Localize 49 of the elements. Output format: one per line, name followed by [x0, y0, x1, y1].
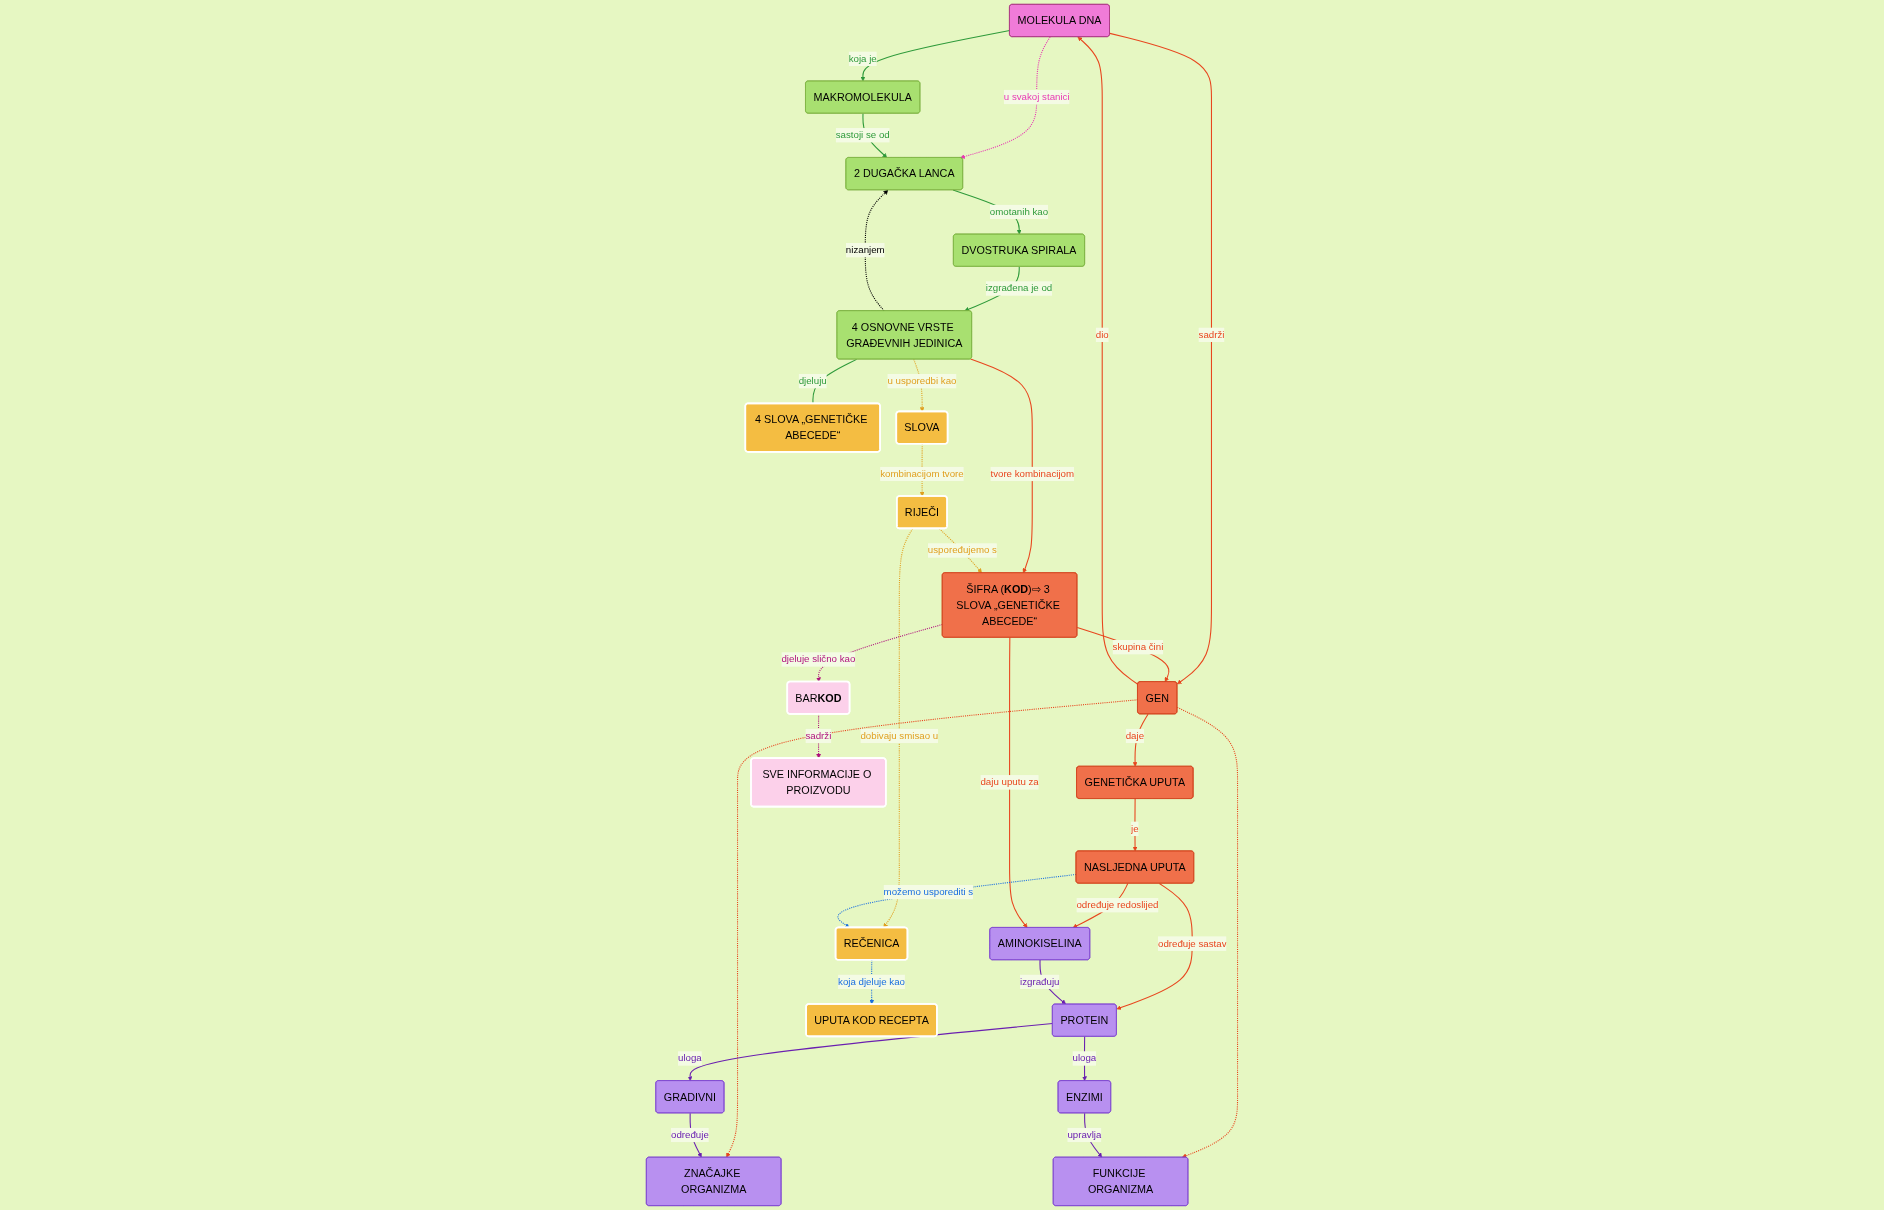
edge-label: određuje	[671, 1129, 709, 1141]
edge-label: određuje sastav	[1158, 937, 1227, 949]
arrow	[837, 873, 1077, 928]
edge-label: daje	[1125, 730, 1145, 742]
edge-label: daju uputu za	[980, 776, 1039, 788]
edge-label: sadrži	[805, 730, 832, 742]
edge-label: izgrađuju	[1020, 976, 1060, 988]
edge-label: omotanih kao	[989, 206, 1049, 218]
edge-label: sastoji se od	[835, 129, 890, 141]
arrow	[860, 29, 1011, 82]
edge-label: koja djeluje kao	[838, 976, 906, 988]
arrow	[883, 528, 914, 928]
edge-label: kombinacijom tvore	[880, 468, 964, 480]
arrow	[970, 358, 1033, 574]
edge-label: uloga	[678, 1052, 702, 1064]
arrow	[938, 528, 983, 574]
arrow	[687, 1023, 1054, 1082]
edge-label: dobivaju smisao u	[860, 730, 939, 742]
edge-label: djeluje slično kao	[781, 653, 856, 665]
arrow	[913, 358, 925, 412]
arrow	[1009, 637, 1028, 928]
edge-label: dio	[1095, 329, 1109, 340]
arrow	[869, 959, 875, 1005]
edge-label: izgrađena je od	[985, 282, 1053, 294]
edge-label: sadrži	[1198, 329, 1225, 340]
edge-label: koja je	[848, 53, 877, 64]
arrow	[1132, 798, 1138, 852]
edge-label: nizanjem	[845, 244, 885, 256]
arrow	[816, 623, 944, 683]
edge-label: je	[1131, 823, 1139, 834]
edge-label: određuje redoslijed	[1076, 899, 1159, 911]
edge-label: u svakoj stanici	[1003, 91, 1070, 103]
edge-label: skupina čini	[1112, 641, 1164, 653]
edge-label: tvore kombinacijom	[990, 468, 1075, 480]
edge-label: u usporedbi kao	[887, 375, 957, 387]
edge-label: uspoređujemo s	[927, 544, 997, 556]
arrow	[864, 189, 889, 312]
edge-label: djeluju	[798, 375, 827, 387]
edge-label: možemo usporediti s	[883, 886, 974, 898]
edge-label: upravlja	[1067, 1129, 1102, 1141]
arrow	[1076, 626, 1170, 683]
arrow	[816, 713, 822, 759]
arrow	[1077, 36, 1139, 685]
arrow	[960, 36, 1051, 159]
arrow	[1109, 32, 1213, 685]
edge-label: uloga	[1072, 1052, 1097, 1064]
arrow	[919, 443, 925, 497]
arrow	[1176, 706, 1239, 1158]
arrow	[1116, 882, 1193, 1010]
